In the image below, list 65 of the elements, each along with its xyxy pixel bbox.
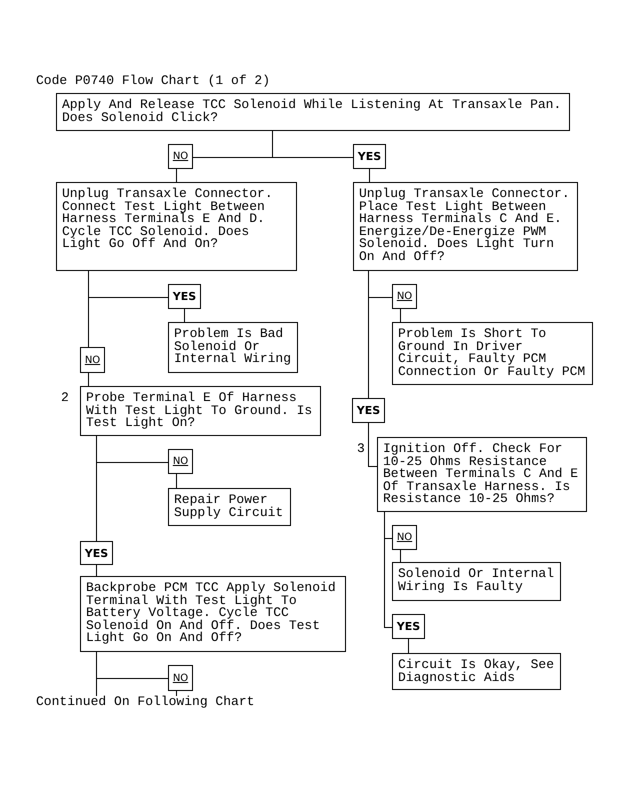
result-box [392, 653, 561, 690]
result-text: Repair Power Supply Circuit [174, 494, 284, 520]
connector-line [88, 372, 89, 386]
answer-label: NO [396, 291, 412, 302]
result-box [392, 562, 561, 601]
connector-line [96, 436, 97, 542]
connector-line [400, 308, 401, 322]
question-box [80, 576, 346, 652]
answer-label: NO [396, 532, 412, 543]
answer-tag [80, 541, 113, 565]
chart-title: Code P0740 Flow Chart (1 of 2) [36, 75, 270, 88]
connector-line [272, 130, 354, 158]
connector-line [176, 168, 177, 182]
answer-label: YES [356, 404, 380, 417]
answer-label: NO [84, 354, 100, 366]
answer-tag [353, 144, 386, 169]
answer-label: YES [396, 620, 420, 633]
answer-label: NO [172, 151, 188, 162]
result-text: Circuit Is Okay, See Diagnostic Aids [398, 659, 556, 684]
answer-label: YES [358, 150, 382, 163]
result-box [392, 322, 593, 385]
answer-tag [80, 347, 105, 373]
connector-line [384, 512, 392, 628]
connector-line [368, 270, 369, 398]
question-box [377, 437, 587, 512]
connector-line [368, 422, 378, 467]
connector-line [176, 690, 177, 696]
result-text: Problem Is Bad Solenoid Or Internal Wiring [174, 328, 292, 366]
continuation-note: Continued On Following Chart [36, 696, 261, 710]
connector-line [400, 550, 401, 562]
connector-line [408, 638, 409, 654]
question-text: Unplug Transaxle Connector. Place Test Light Between Harness Terminals C And E. Energize/De-Energize PWM Solenoid. Does Light Turn On And Off? [359, 188, 571, 264]
result-box [168, 488, 291, 526]
answer-tag [168, 449, 193, 474]
answer-tag [392, 614, 425, 639]
question-text: Unplug Transaxle Connector. Connect Test Light Between Harness Terminals E And D. Cycle TCC Solenoid. Does Light Go Off And On? [62, 188, 274, 251]
connector-line [96, 652, 97, 696]
answer-tag [168, 665, 193, 691]
question-text: Backprobe PCM TCC Apply Solenoid Terminal With Test Light To Battery Voltage. Cycle TCC Solenoid On And Off. Does Test Light Go On And Off? [86, 582, 337, 645]
answer-label: YES [84, 546, 108, 560]
connector-line [96, 564, 97, 576]
result-text: Problem Is Short To Ground In Driver Circuit, Faulty PCM Connection Or Faulty PCM [398, 328, 586, 378]
step-number: 3 [357, 443, 365, 456]
question-text: Probe Terminal E Of Harness With Test Light To Ground. Is Test Light On? [86, 392, 314, 430]
answer-tag [392, 284, 417, 309]
answer-tag [352, 398, 385, 423]
answer-label: NO [172, 672, 188, 684]
question-text: Ignition Off. Check For 10-25 Ohms Resistance Between Terminals C And E Of Transaxle Harness. Is Resistance 10-25 Ohms? [383, 443, 580, 506]
connector-line [184, 308, 185, 322]
connector-line [369, 168, 370, 182]
step-number: 2 [61, 392, 69, 405]
result-box [168, 322, 298, 373]
question-box [56, 93, 570, 131]
answer-tag [168, 284, 201, 309]
question-box [353, 182, 578, 271]
connector-line [176, 474, 177, 488]
answer-label: NO [172, 456, 188, 467]
question-box [56, 182, 297, 271]
answer-tag [392, 525, 417, 550]
answer-tag [168, 144, 193, 169]
connector-line [88, 270, 89, 348]
result-text: Solenoid Or Internal Wiring Is Faulty [398, 568, 556, 594]
question-box [80, 386, 321, 436]
answer-label: YES [172, 290, 196, 303]
question-text: Apply And Release TCC Solenoid While Listening At Transaxle Pan. Does Solenoid Click? [62, 99, 562, 124]
